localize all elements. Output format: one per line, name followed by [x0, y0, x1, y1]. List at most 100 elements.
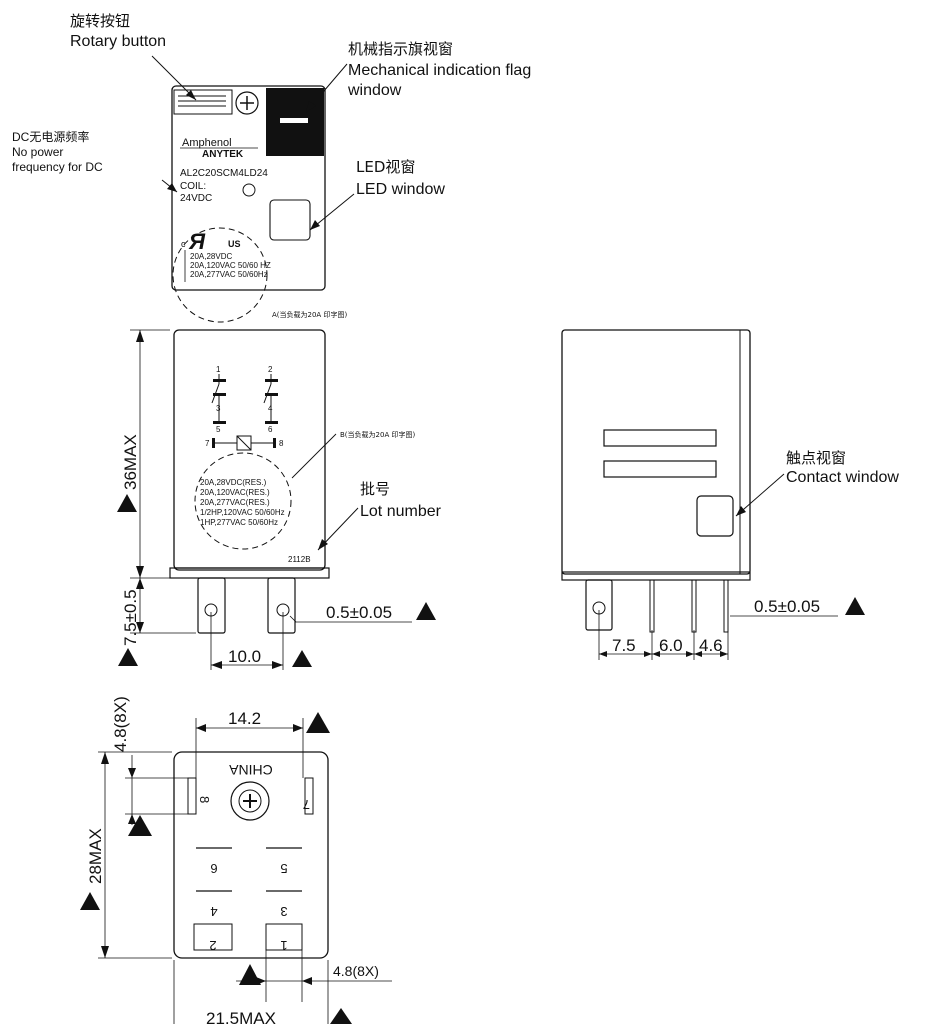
front-body: [173, 329, 326, 571]
contact-window: [696, 495, 734, 537]
dim-terminal-thickness-side: 0.5±0.05: [754, 597, 820, 616]
model-text: AL2C20SCM4LD24: [180, 168, 268, 179]
flag-window-cn: 机械指示旗视窗: [348, 40, 453, 58]
callouts-top: 旋转按钮 Rotary button 机械指示旗视窗 Mechanical in…: [12, 12, 531, 231]
lot-code: 2112B: [288, 555, 311, 564]
coil-hole: [242, 183, 256, 197]
note-a: A(当负载为20A 印字图): [272, 310, 347, 319]
side-rating-1: 20A,28VDC(RES.): [200, 478, 267, 487]
dim-terminal-width-bottom: 4.8(8X): [333, 963, 379, 979]
coil-value: 24VDC: [180, 193, 212, 204]
dim-width-max: 21.5MAX: [206, 1009, 276, 1024]
dim-terminal-thickness-front: 0.5±0.05: [326, 603, 392, 622]
side-view: [561, 329, 751, 633]
bottom-pin-label-4: 4: [210, 904, 217, 919]
bottom-pin-7: [304, 777, 314, 815]
pin-label-2: 2: [268, 365, 273, 374]
dim-marker-triangle: [118, 648, 138, 666]
no-power-en2: frequency for DC: [12, 160, 103, 174]
bottom-dimensions: 14.2 4.8(8X) 28MAX 4.8(8X) 21.5MAX: [80, 696, 392, 1024]
flag-window-en1: Mechanical indication flag: [348, 62, 531, 79]
flag-window-en2: window: [347, 82, 402, 99]
side-terminal-3: [691, 579, 697, 633]
side-base: [561, 571, 751, 581]
side-rating-2: 20A,120VAC(RES.): [200, 488, 270, 497]
sub-brand-text: ANYTEK: [202, 149, 244, 160]
dim-marker-triangle: [80, 892, 100, 910]
coil-label: COIL:: [180, 181, 206, 192]
bottom-body: [173, 751, 329, 959]
dim-marker-triangle: [416, 602, 436, 620]
pin-label-3: 3: [216, 404, 221, 413]
contact-schematic-right: 2 4 6: [263, 365, 278, 434]
dim-side-pitch-1: 7.5: [612, 636, 636, 655]
no-power-cn: DC无电源频率: [12, 129, 89, 144]
side-body: [561, 329, 751, 575]
pin-label-8: 8: [279, 439, 284, 448]
rotary-button: [173, 89, 233, 115]
terminal-left: [197, 577, 226, 634]
bottom-view: CHINA 8 7 6 5 4 3 2 1: [173, 751, 329, 959]
dim-marker-triangle: [239, 964, 261, 985]
led-window-en: LED window: [356, 181, 445, 198]
no-power-en1: No power: [12, 145, 63, 159]
dim-marker-triangle: [128, 815, 152, 836]
us-mark: US: [228, 239, 241, 249]
side-rating-4: 1/2HP,120VAC 50/60Hz: [200, 508, 285, 517]
detail-circle-a: [172, 227, 268, 323]
bottom-pin-label-8: 8: [197, 796, 212, 803]
dim-marker-triangle: [330, 1008, 352, 1024]
front-dimensions: 36MAX 7.5±0.5 10.0 0.5±0.05: [117, 329, 436, 670]
dim-marker-triangle: [117, 494, 137, 512]
bottom-screw-icon: [230, 781, 270, 821]
dim-marker-triangle: [845, 597, 865, 615]
terminal-right: [267, 577, 296, 634]
bottom-pin-2: [193, 923, 233, 951]
rating-2: 20A,120VAC 50/60 HZ: [190, 261, 271, 270]
dim-top-pitch: 14.2: [228, 709, 261, 728]
bottom-pin-label-1: 1: [280, 938, 287, 953]
screw-icon: [235, 91, 259, 115]
side-rating-3: 20A,277VAC(RES.): [200, 498, 270, 507]
lot-number-cn: 批号: [360, 480, 390, 498]
front-base: [169, 567, 330, 579]
rating-1: 20A,28VDC: [190, 252, 232, 261]
pin-label-5: 5: [216, 425, 221, 434]
front-view: 1 3 5 2 4 6 7: [169, 329, 415, 634]
bottom-pin-label-2: 2: [209, 938, 216, 953]
dim-marker-triangle: [306, 712, 330, 733]
side-terminal-2: [649, 579, 655, 633]
dim-terminal-length: 7.5±0.5: [121, 589, 140, 646]
contact-window-en: Contact window: [786, 469, 899, 486]
side-slot-bottom: [603, 460, 717, 478]
callout-contact: 触点视窗 Contact window: [735, 449, 899, 517]
dim-height-max: 36MAX: [121, 434, 140, 490]
pin-label-4: 4: [268, 404, 273, 413]
side-dimensions: 7.5 6.0 4.6 0.5±0.05: [598, 597, 865, 660]
pin-label-6: 6: [268, 425, 273, 434]
pin-label-1: 1: [216, 365, 221, 374]
bottom-pin-8: [187, 777, 197, 815]
side-terminal-4: [723, 579, 729, 633]
note-b: B(当负载为20A 印字图): [340, 430, 415, 439]
dim-side-pitch-3: 4.6: [699, 636, 723, 655]
side-slot-top: [603, 429, 717, 447]
contact-schematic-left: 1 3 5: [211, 365, 226, 434]
dim-depth-max: 28MAX: [86, 828, 105, 884]
contact-window-cn: 触点视窗: [786, 449, 846, 467]
bottom-pin-label-7: 7: [303, 797, 310, 812]
detail-circle-b: [194, 452, 292, 550]
dim-terminal-width-side: 4.8(8X): [111, 696, 130, 752]
ul-mark: Я: [188, 229, 206, 254]
rating-3: 20A,277VAC 50/60Hz: [190, 270, 268, 279]
bottom-pin-label-5: 5: [280, 861, 287, 876]
dim-marker-triangle: [292, 650, 312, 667]
coil-schematic: 7 8: [205, 435, 284, 451]
pin-label-7: 7: [205, 439, 210, 448]
flag-bar: [280, 118, 308, 123]
rotary-button-cn: 旋转按钮: [70, 12, 130, 30]
led-window-cn: LED视窗: [356, 158, 415, 176]
led-window: [269, 199, 311, 241]
bottom-pin-label-6: 6: [210, 861, 217, 876]
